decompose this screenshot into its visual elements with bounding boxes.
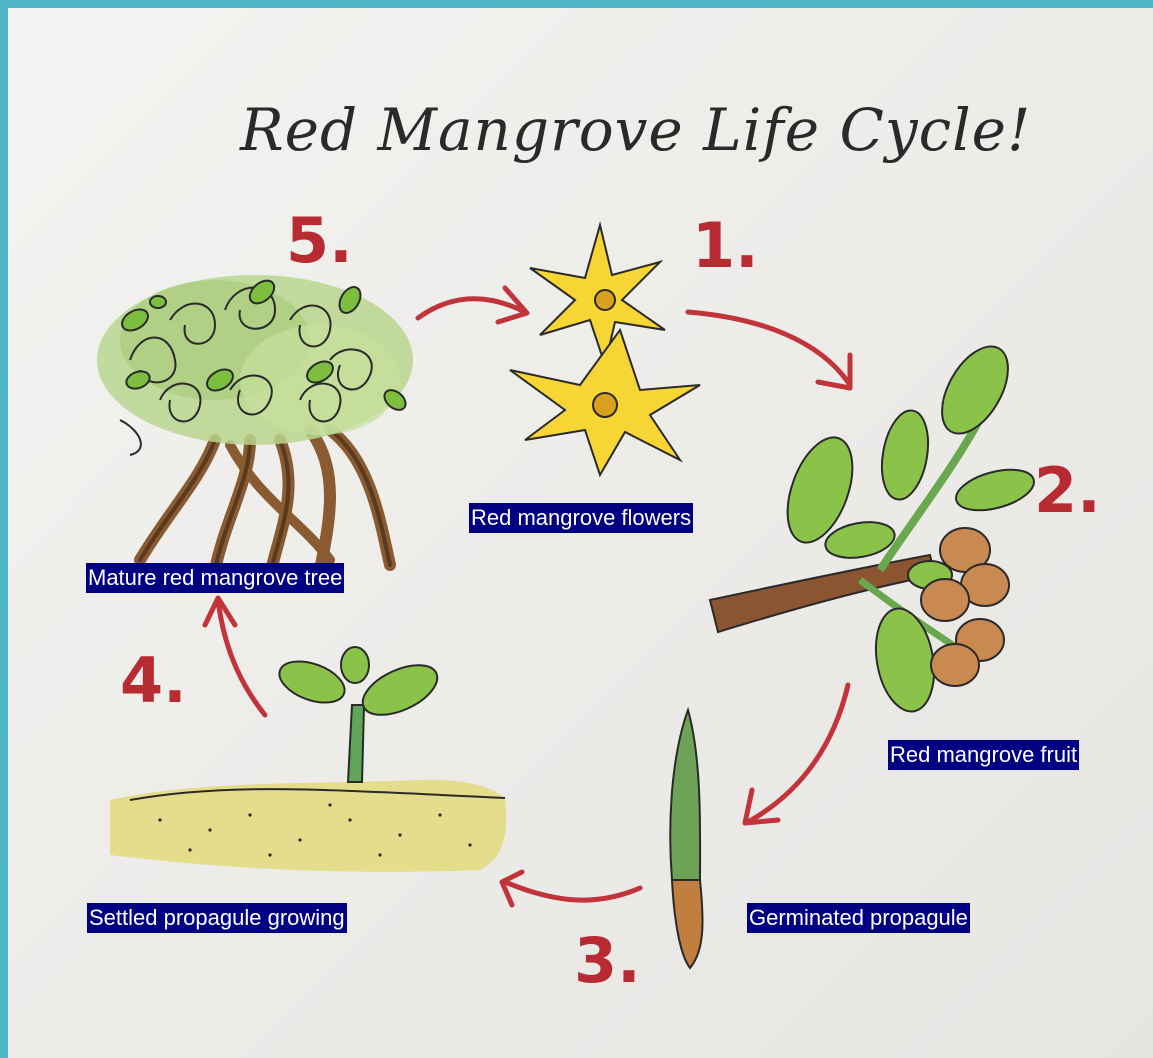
caption-germinated-propagule: Germinated propagule xyxy=(747,903,970,933)
arrow-1-to-2 xyxy=(688,312,850,385)
fruit-illustration xyxy=(710,335,1038,716)
caption-mature-red-mangrove-tree: Mature red mangrove tree xyxy=(86,563,344,593)
propagule-illustration xyxy=(670,710,702,968)
step-4-number: 4. xyxy=(120,650,187,712)
caption-red-mangrove-fruit: Red mangrove fruit xyxy=(888,740,1079,770)
step-1-number: 1. xyxy=(692,215,759,277)
arrow-3-to-4 xyxy=(505,882,640,900)
flowers-illustration xyxy=(510,225,700,475)
arrow-5-to-1 xyxy=(418,299,525,318)
arrow-4-to-5 xyxy=(218,600,265,715)
mature-tree-illustration xyxy=(97,275,413,575)
arrow-2-to-3 xyxy=(748,685,848,822)
diagram-title: Red Mangrove Life Cycle! xyxy=(240,96,980,186)
caption-red-mangrove-flowers: Red mangrove flowers xyxy=(469,503,693,533)
step-5-number: 5. xyxy=(286,210,353,272)
step-2-number: 2. xyxy=(1034,460,1101,522)
step-3-number: 3. xyxy=(574,930,641,992)
caption-settled-propagule-growing: Settled propagule growing xyxy=(87,903,347,933)
